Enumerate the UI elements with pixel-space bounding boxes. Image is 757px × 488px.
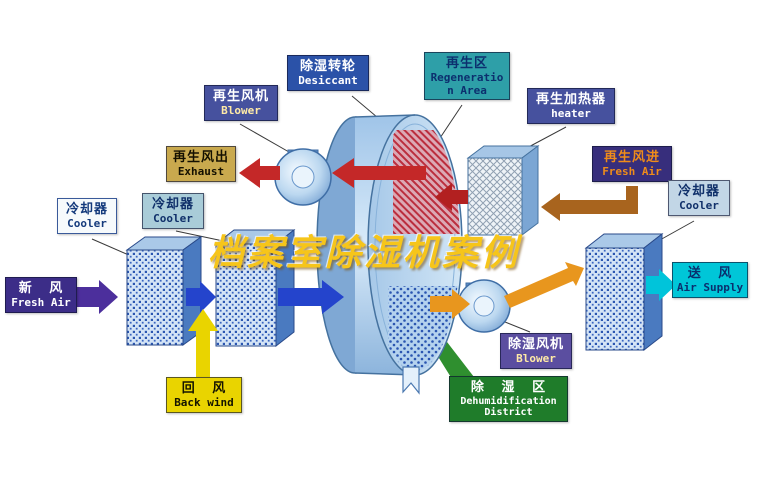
label-regen-heater-zh: 再生加热器 <box>535 91 606 106</box>
arrow-regen-fresh-in <box>541 186 638 221</box>
label-fresh-air-inlet: 新 风 Fresh Air <box>5 277 77 313</box>
label-back-wind-zh: 回 风 <box>181 380 227 395</box>
label-cooler-right: 冷却器 Cooler <box>668 180 730 216</box>
label-regen-fresh-air: 再生风进 Fresh Air <box>592 146 672 182</box>
label-dehum-district-en1: Dehumidification <box>460 395 557 407</box>
label-cooler-left-inner: 冷却器 Cooler <box>142 193 204 229</box>
regeneration-blower-fan <box>274 148 332 206</box>
label-regen-blower-en: Blower <box>221 103 261 117</box>
label-regen-area-en: Regeneration Area <box>430 70 504 97</box>
label-regen-fresh-zh: 再生风进 <box>603 149 660 164</box>
arrow-return-air-up <box>188 309 218 377</box>
label-air-supply: 送 风 Air Supply <box>672 262 748 298</box>
label-regeneration-blower: 再生风机 Blower <box>204 85 278 121</box>
label-desiccant-wheel: 除湿转轮 Desiccant <box>287 55 369 91</box>
arrow-fresh-air-in <box>77 280 118 314</box>
label-exhaust: 再生风出 Exhaust <box>166 146 236 182</box>
arrow-air-supply-out <box>646 269 676 301</box>
label-desiccant-en: Desiccant <box>298 73 358 87</box>
arrow-dry-air-to-cooler <box>504 262 584 308</box>
arrow-process-stage1 <box>186 281 216 313</box>
arrow-heater-to-wheel <box>435 183 468 211</box>
airflow-arrows <box>77 158 676 377</box>
cooler-unit-left-inner <box>214 228 296 348</box>
label-regen-heater-en: heater <box>551 106 591 120</box>
label-cooler-l2-en: Cooler <box>153 211 193 225</box>
label-back-wind-en: Back wind <box>174 395 234 409</box>
label-dehum-district-en2: District <box>484 407 533 419</box>
label-cooler-left-outer: 冷却器 Cooler <box>57 198 117 234</box>
label-cooler-r-zh: 冷却器 <box>677 183 720 198</box>
label-dehum-blower-en: Blower <box>516 351 556 365</box>
page-title: 档案室除湿机案例 <box>208 232 521 274</box>
label-cooler-r-en: Cooler <box>679 198 719 212</box>
label-cooler-l1-zh: 冷却器 <box>65 201 108 216</box>
label-regeneration-heater: 再生加热器 heater <box>527 88 615 124</box>
label-exhaust-zh: 再生风出 <box>172 149 229 164</box>
label-fresh-air-zh: 新 风 <box>18 280 64 295</box>
label-exhaust-en: Exhaust <box>177 164 225 178</box>
arrow-dry-air-to-blower <box>430 289 470 319</box>
label-dehum-district-zh: 除 湿 区 <box>470 379 547 394</box>
arrow-exhaust-out <box>239 158 280 188</box>
label-regen-fresh-en: Fresh Air <box>602 164 662 178</box>
label-regeneration-area: 再生区 Regeneration Area <box>424 52 510 101</box>
wheel-seal-ribbon <box>402 366 420 395</box>
regeneration-heater <box>466 145 540 236</box>
label-dehumidify-blower: 除湿风机 Blower <box>500 333 572 369</box>
label-air-supply-en: Air Supply <box>676 280 744 294</box>
label-desiccant-zh: 除湿转轮 <box>299 58 356 73</box>
label-air-supply-zh: 送 风 <box>687 265 733 280</box>
label-back-wind: 回 风 Back wind <box>166 377 242 413</box>
label-regen-blower-zh: 再生风机 <box>212 88 269 103</box>
arrow-regen-to-blower <box>332 158 426 188</box>
label-cooler-l1-en: Cooler <box>67 216 107 230</box>
arrow-process-stage2 <box>278 280 344 314</box>
label-cooler-l2-zh: 冷却器 <box>151 196 194 211</box>
label-regen-area-zh: 再生区 <box>445 55 488 70</box>
dehumidify-blower-fan <box>457 279 511 333</box>
label-dehumidification-district: 除 湿 区 Dehumidification District <box>449 376 568 422</box>
label-fresh-air-en: Fresh Air <box>11 295 71 309</box>
label-dehum-blower-zh: 除湿风机 <box>507 336 564 351</box>
